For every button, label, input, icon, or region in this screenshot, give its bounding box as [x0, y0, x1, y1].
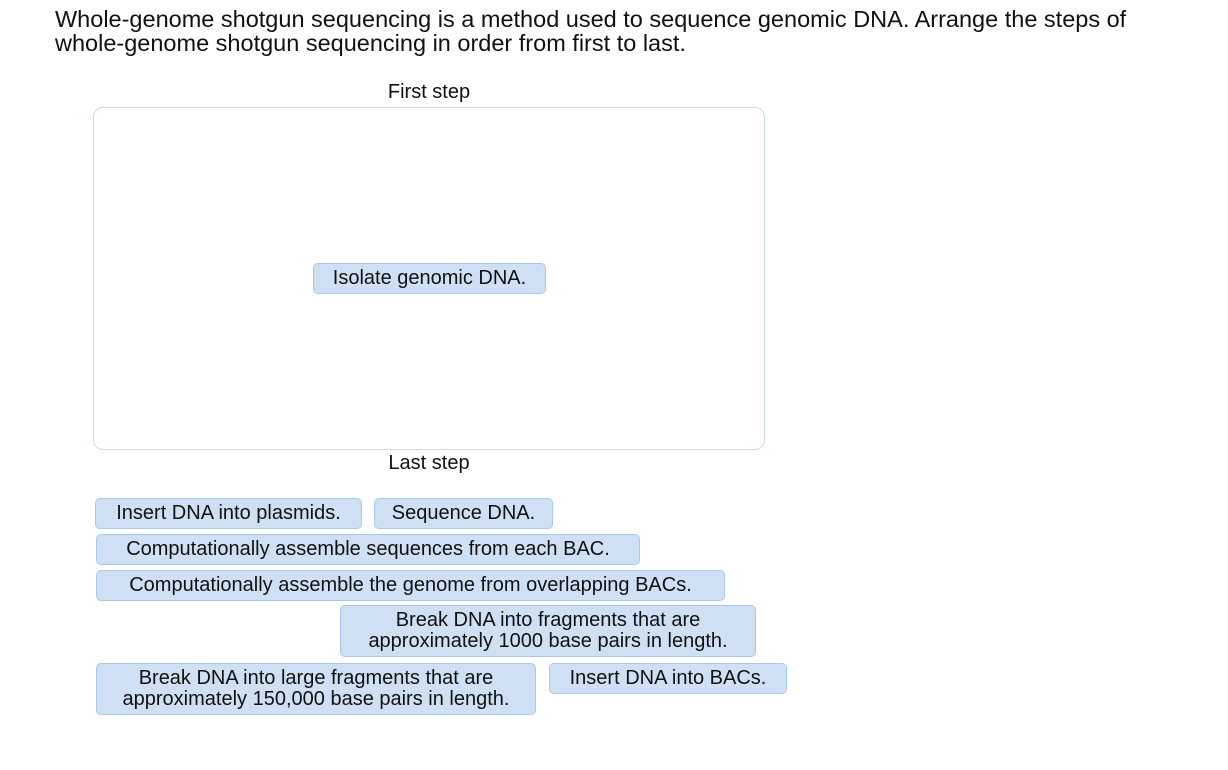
- question-line-1: Whole-genome shotgun sequencing is a met…: [55, 6, 1127, 32]
- placed-tile-isolate-genomic-dna[interactable]: Isolate genomic DNA.: [313, 263, 546, 294]
- tile-label: Insert DNA into BACs.: [569, 667, 767, 689]
- last-step-label: Last step: [388, 452, 470, 474]
- tile-break-dna-1000bp[interactable]: Break DNA into fragments that are approx…: [340, 605, 756, 657]
- tile-label-line-2: approximately 150,000 base pairs in leng…: [122, 688, 510, 710]
- tile-break-dna-150000bp[interactable]: Break DNA into large fragments that are …: [96, 663, 536, 715]
- question-text: Whole-genome shotgun sequencing is a met…: [55, 7, 1215, 55]
- first-step-label: First step: [387, 81, 471, 103]
- tile-insert-dna-into-bacs[interactable]: Insert DNA into BACs.: [549, 663, 787, 694]
- question-line-2: whole-genome shotgun sequencing in order…: [55, 30, 686, 56]
- tile-label: Computationally assemble the genome from…: [129, 574, 692, 596]
- tile-label-line-2: approximately 1000 base pairs in length.: [368, 630, 728, 652]
- tile-label-line-1: Break DNA into large fragments that are: [138, 667, 494, 689]
- tile-label: Isolate genomic DNA.: [332, 267, 527, 289]
- tile-label-line-1: Break DNA into fragments that are: [395, 609, 701, 631]
- tile-label: Computationally assemble sequences from …: [126, 538, 610, 560]
- tile-sequence-dna[interactable]: Sequence DNA.: [374, 498, 553, 529]
- tile-assemble-sequences-from-each-bac[interactable]: Computationally assemble sequences from …: [96, 534, 640, 565]
- tile-label: Sequence DNA.: [391, 502, 536, 524]
- tile-assemble-genome-from-overlapping-bacs[interactable]: Computationally assemble the genome from…: [96, 570, 725, 601]
- tile-label: Insert DNA into plasmids.: [116, 502, 341, 524]
- tile-insert-dna-into-plasmids[interactable]: Insert DNA into plasmids.: [95, 498, 362, 529]
